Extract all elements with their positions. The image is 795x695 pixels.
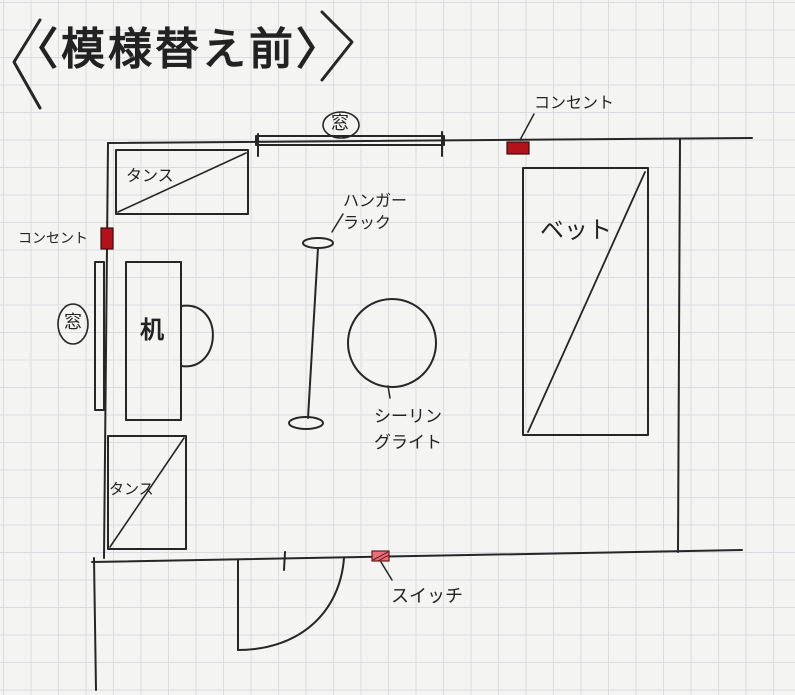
switch-marker (371, 550, 390, 562)
bed (522, 167, 649, 436)
wardrobe-top (115, 149, 249, 215)
ceiling-light (347, 298, 437, 399)
switch-leader (380, 561, 393, 581)
wardrobe-bottom-label: タンス (109, 480, 154, 498)
door (237, 551, 345, 651)
window-top-label-circle (322, 111, 360, 139)
wardrobe-bottom (107, 435, 187, 550)
hanger-rack-label: ハンガーラック (343, 191, 408, 232)
outlet-top-marker (506, 141, 530, 155)
wardrobe-top-label: タンス (126, 166, 174, 185)
outlet-left-marker (100, 227, 114, 250)
outlet-top-leader (519, 113, 535, 141)
outlet-top-label: コンセント (534, 93, 615, 112)
window-left-label-circle (57, 303, 89, 345)
page-title: 〈模様替え前〉 (14, 24, 343, 75)
outlet-left-label: コンセント (18, 231, 88, 247)
title-right-bracket (320, 10, 354, 82)
window-left-label: 窓 (64, 312, 82, 333)
switch-label: スイッチ (391, 586, 463, 607)
desk-label: 机 (140, 316, 164, 344)
window-left (94, 261, 105, 411)
ceiling-light-label: シーリングライト (374, 407, 442, 453)
bed-label: ベット (540, 216, 612, 244)
room-walls (91, 137, 753, 691)
hanger-rack (288, 213, 344, 430)
title-left-bracket (12, 18, 42, 110)
window-top-label: 窓 (331, 113, 349, 134)
chair (180, 304, 214, 368)
desk (125, 261, 214, 421)
